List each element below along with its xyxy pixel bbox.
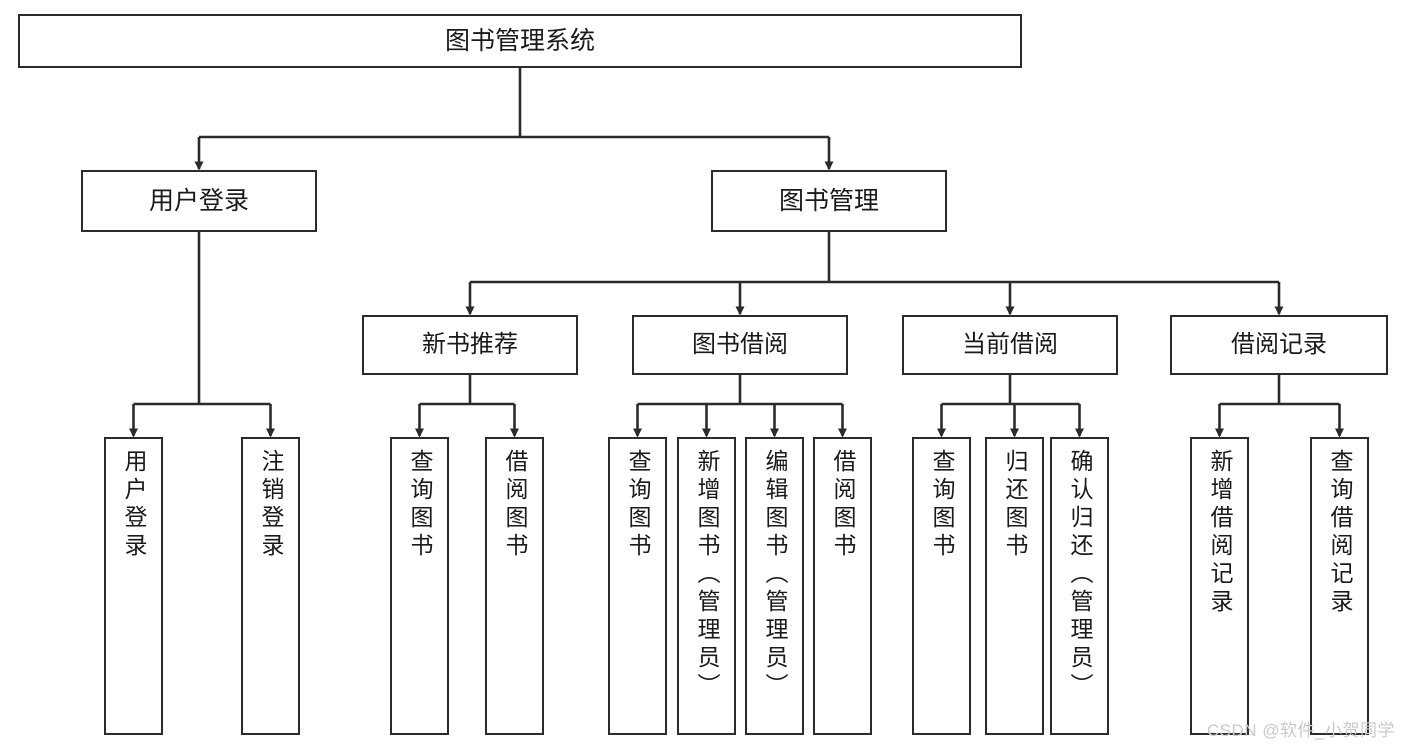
node-new-book-recommend[interactable]: 新书推荐 bbox=[362, 315, 578, 375]
node-label-leaf-confirm-return-admin: 确认归还（管理员） bbox=[1067, 449, 1093, 701]
node-user-login[interactable]: 用户登录 bbox=[81, 170, 317, 232]
node-label-leaf-logout: 注销登录 bbox=[258, 449, 284, 561]
node-leaf-user-login[interactable]: 用户登录 bbox=[104, 437, 163, 735]
node-label-user-login: 用户登录 bbox=[148, 186, 249, 215]
node-current-borrow[interactable]: 当前借阅 bbox=[902, 315, 1118, 375]
node-root[interactable]: 图书管理系统 bbox=[18, 14, 1022, 68]
node-leaf-confirm-return-admin[interactable]: 确认归还（管理员） bbox=[1050, 437, 1109, 735]
node-label-book-manage: 图书管理 bbox=[778, 186, 879, 215]
node-label-leaf-return-book: 归还图书 bbox=[1002, 449, 1028, 561]
node-leaf-add-borrow-record[interactable]: 新增借阅记录 bbox=[1190, 437, 1249, 735]
node-label-new-book-recommend: 新书推荐 bbox=[422, 331, 518, 358]
node-label-book-borrow: 图书借阅 bbox=[692, 331, 788, 358]
node-label-current-borrow: 当前借阅 bbox=[962, 331, 1058, 358]
node-label-leaf-query-book-borrow: 查询图书 bbox=[625, 449, 651, 561]
node-leaf-logout[interactable]: 注销登录 bbox=[241, 437, 300, 735]
node-borrow-record[interactable]: 借阅记录 bbox=[1170, 315, 1388, 375]
node-leaf-return-book[interactable]: 归还图书 bbox=[985, 437, 1044, 735]
node-leaf-edit-book-admin[interactable]: 编辑图书（管理员） bbox=[745, 437, 804, 735]
node-label-root: 图书管理系统 bbox=[444, 26, 595, 55]
node-label-leaf-query-borrow-record: 查询借阅记录 bbox=[1327, 449, 1353, 617]
node-book-borrow[interactable]: 图书借阅 bbox=[632, 315, 848, 375]
node-label-leaf-add-book-admin: 新增图书（管理员） bbox=[694, 449, 720, 701]
node-leaf-borrow-book[interactable]: 借阅图书 bbox=[813, 437, 872, 735]
node-label-leaf-borrow-book-recommend: 借阅图书 bbox=[502, 449, 528, 561]
node-leaf-query-book-current[interactable]: 查询图书 bbox=[912, 437, 971, 735]
node-leaf-borrow-book-recommend[interactable]: 借阅图书 bbox=[485, 437, 544, 735]
node-label-leaf-borrow-book: 借阅图书 bbox=[830, 449, 856, 561]
node-book-manage[interactable]: 图书管理 bbox=[711, 170, 947, 232]
node-label-leaf-add-borrow-record: 新增借阅记录 bbox=[1207, 449, 1233, 617]
node-leaf-add-book-admin[interactable]: 新增图书（管理员） bbox=[677, 437, 736, 735]
node-label-leaf-query-book-recommend: 查询图书 bbox=[407, 449, 433, 561]
node-label-borrow-record: 借阅记录 bbox=[1231, 331, 1327, 358]
node-label-leaf-query-book-current: 查询图书 bbox=[929, 449, 955, 561]
node-label-leaf-edit-book-admin: 编辑图书（管理员） bbox=[762, 449, 788, 701]
node-leaf-query-book-borrow[interactable]: 查询图书 bbox=[608, 437, 667, 735]
watermark-text: CSDN @软件_小贺同学 bbox=[1206, 721, 1395, 740]
node-label-leaf-user-login: 用户登录 bbox=[121, 449, 147, 561]
node-leaf-query-borrow-record[interactable]: 查询借阅记录 bbox=[1310, 437, 1369, 735]
node-leaf-query-book-recommend[interactable]: 查询图书 bbox=[390, 437, 449, 735]
